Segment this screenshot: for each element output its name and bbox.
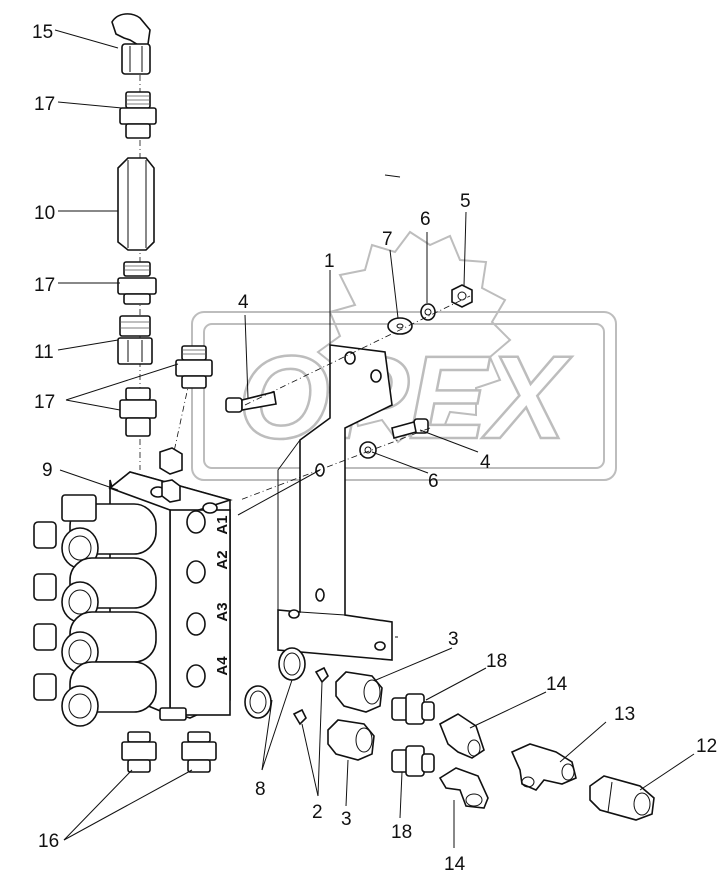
straight-connector-lower [391,745,435,777]
union-nut-lower [327,719,375,761]
bolt-upper [225,391,277,413]
bottom-nipple-right [181,731,217,773]
seal-ring-lower [244,685,272,719]
watermark-text: OPEX [238,332,572,464]
callout-4-lower: 4 [480,452,491,473]
callout-10: 10 [34,203,55,224]
check-insert-lower [292,708,307,726]
elbow-fitting-upper [438,713,485,759]
washer-large [387,317,413,335]
adapter-nipple-lower-left [119,387,157,437]
callout-17-top: 17 [34,94,55,115]
bolt-lower [391,418,429,439]
lock-washer-upper [420,303,436,321]
check-insert-upper [314,666,329,684]
elbow-fitting-top [111,13,151,75]
callout-3-lower: 3 [341,809,352,830]
adapter-nipple-top [119,91,157,139]
callout-16: 16 [38,831,59,852]
port-label-a2: A2 [214,550,231,569]
solenoid-coils [33,494,157,727]
check-valve [117,315,153,365]
callout-17-lower: 17 [34,392,55,413]
watermark-logo: OPEX [191,230,617,481]
elbow-fitting-lower [438,767,489,809]
hex-nut [451,284,473,308]
straight-connector-upper [391,693,435,725]
callout-14-upper: 14 [546,674,568,695]
callout-1: 1 [324,251,335,272]
callout-7: 7 [382,229,393,250]
filter-housing [117,157,155,251]
stray-mark [384,174,401,178]
callout-3-upper: 3 [448,629,459,650]
solenoid-4 [33,661,157,727]
solenoid-2 [33,557,157,623]
tee-fitting [510,743,577,791]
adapter-nipple-lower-right [175,345,213,389]
callout-12: 12 [696,736,717,757]
callout-15: 15 [32,22,53,43]
callout-11: 11 [34,342,54,363]
bottom-nipple-left [121,731,157,773]
callout-9: 9 [42,460,53,481]
solenoid-1 [33,494,157,569]
callout-2: 2 [312,802,323,823]
callout-5: 5 [460,191,471,212]
quick-coupling [589,775,655,821]
port-label-a4: A4 [214,656,231,676]
callout-13: 13 [614,704,635,725]
port-label-a3: A3 [214,602,231,621]
callout-labels: 15 17 10 17 11 17 9 4 1 7 6 5 4 6 3 18 1… [32,22,717,875]
callout-14-lower: 14 [444,854,466,875]
callout-6-upper: 6 [420,209,431,230]
union-nut-upper [335,671,383,713]
callout-4-upper: 4 [238,292,249,313]
callout-17-middle: 17 [34,275,55,296]
callout-6-lower: 6 [428,471,439,492]
adapter-nipple-middle [117,261,157,305]
callout-8: 8 [255,779,266,800]
lock-washer-lower [359,441,377,459]
callout-18-upper: 18 [486,651,507,672]
leader-lines [54,29,695,848]
watermark-frame-outer [191,311,617,481]
seal-ring-upper [278,647,306,681]
callout-18-lower: 18 [391,822,412,843]
port-label-a1: A1 [214,515,231,534]
